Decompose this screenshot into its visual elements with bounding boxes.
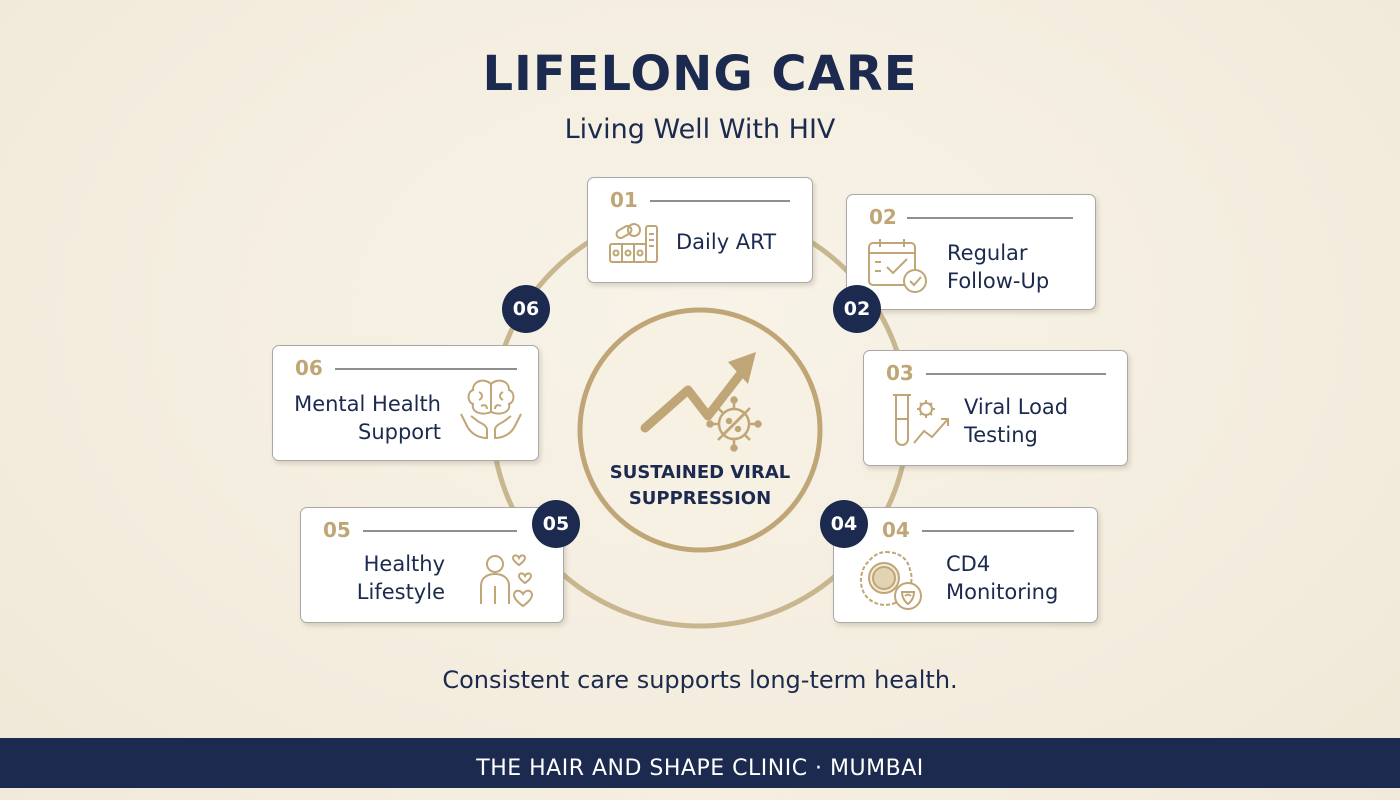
- step-label-line: Viral Load: [964, 395, 1069, 419]
- divider: [650, 200, 790, 202]
- step-label-line: Healthy: [363, 552, 445, 576]
- step-card-mental-health-support: 06 Mental Health Support: [272, 345, 539, 461]
- step-label-line: Testing: [964, 423, 1038, 447]
- step-label: Daily ART: [676, 228, 776, 256]
- divider: [907, 217, 1073, 219]
- step-number: 02: [869, 205, 897, 229]
- step-card-cd4-monitoring: 04 CD4 Monitoring: [833, 507, 1098, 623]
- upward-trend-arrow-virus-icon: [640, 352, 762, 452]
- center-label-line1: SUSTAINED VIRAL: [609, 462, 791, 483]
- step-label-line: Support: [357, 420, 441, 444]
- pill-organizer-icon: [609, 223, 658, 263]
- page-subtitle: Living Well With HIV: [564, 114, 836, 145]
- step-label-line: CD4: [946, 552, 991, 576]
- step-label-line: Regular: [947, 241, 1028, 265]
- brain-hands-icon: [460, 379, 522, 440]
- cell-shield-icon: [860, 550, 922, 610]
- divider: [926, 373, 1106, 375]
- calendar-check-icon: [868, 239, 927, 293]
- divider: [363, 530, 517, 532]
- step-label: Mental Health Support: [283, 390, 441, 446]
- center-label-line2: SUPPRESSION: [628, 488, 772, 509]
- page-title: LIFELONG CARE: [482, 46, 918, 102]
- step-label-line: Monitoring: [946, 580, 1059, 604]
- step-label: Viral Load Testing: [964, 393, 1068, 449]
- center-label: SUSTAINED VIRAL SUPPRESSION: [580, 460, 820, 512]
- step-number: 04: [882, 518, 910, 542]
- ring-badge-05: 05: [532, 500, 580, 548]
- step-label-line: Follow-Up: [947, 269, 1050, 293]
- step-label-line: Daily ART: [676, 230, 777, 254]
- ring-badge-06: 06: [502, 285, 550, 333]
- ring-badge-02: 02: [833, 285, 881, 333]
- divider: [335, 368, 517, 370]
- ring-badge-04: 04: [820, 500, 868, 548]
- step-label: Regular Follow-Up: [947, 239, 1049, 295]
- step-label: CD4 Monitoring: [946, 550, 1058, 606]
- step-number: 01: [610, 188, 638, 212]
- step-number: 03: [886, 361, 914, 385]
- step-label-line: Lifestyle: [356, 580, 445, 604]
- step-label: Healthy Lifestyle: [321, 550, 445, 606]
- step-card-regular-follow-up: 02 Regular Follow-Up: [846, 194, 1096, 310]
- step-number: 05: [323, 518, 351, 542]
- step-label-line: Mental Health: [294, 392, 441, 416]
- person-hearts-icon: [480, 554, 534, 608]
- step-card-healthy-lifestyle: 05 Healthy Lifestyle: [300, 507, 564, 623]
- footer-note: Consistent care supports long-term healt…: [442, 666, 958, 694]
- step-card-viral-load-testing: 03 Viral Load Testing: [863, 350, 1128, 466]
- step-number: 06: [295, 356, 323, 380]
- step-card-daily-art: 01 Daily ART: [587, 177, 813, 283]
- divider: [922, 530, 1074, 532]
- footer-bar: THE HAIR AND SHAPE CLINIC · MUMBAI: [0, 738, 1400, 788]
- test-tube-virus-graph-icon: [893, 394, 949, 446]
